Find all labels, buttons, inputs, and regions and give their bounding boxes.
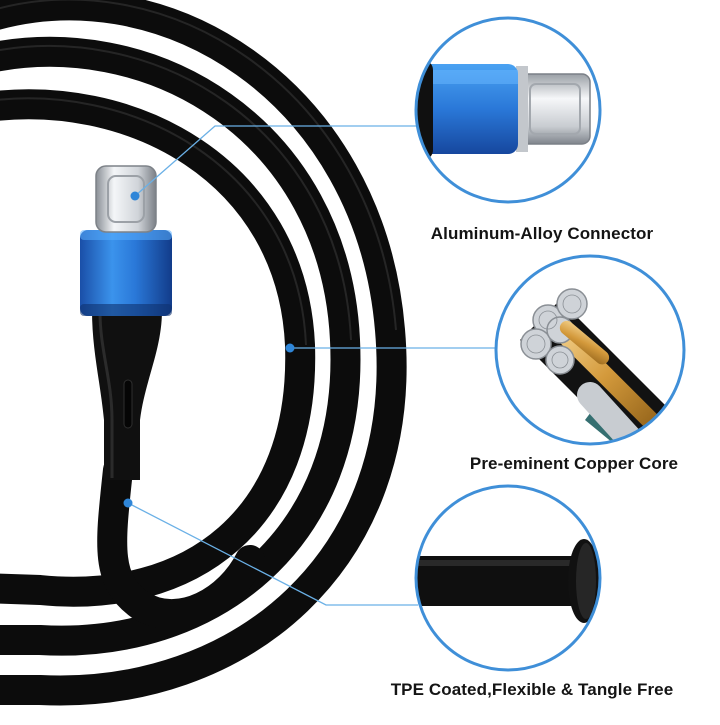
plug-aluminum-shell <box>80 230 172 316</box>
cable-lead <box>97 455 265 630</box>
callout-lines <box>127 125 498 606</box>
plug-metal-tip <box>95 165 157 233</box>
feature-label-connector: Aluminum-Alloy Connector <box>430 224 654 243</box>
plug-led-slot <box>123 379 133 429</box>
feature-label-tpe-coating: TPE Coated,Flexible & Tangle Free <box>390 680 674 699</box>
cable-loop-inner <box>0 89 316 607</box>
callout-dots <box>123 191 295 508</box>
usb-c-plug <box>80 165 172 480</box>
feature-label-copper-core: Pre-eminent Copper Core <box>469 454 679 473</box>
cable-jacket-closeup <box>414 484 602 672</box>
cable-loop-outer <box>0 0 407 706</box>
usb-c-connector-closeup <box>414 16 602 204</box>
cable-coil <box>0 0 407 706</box>
